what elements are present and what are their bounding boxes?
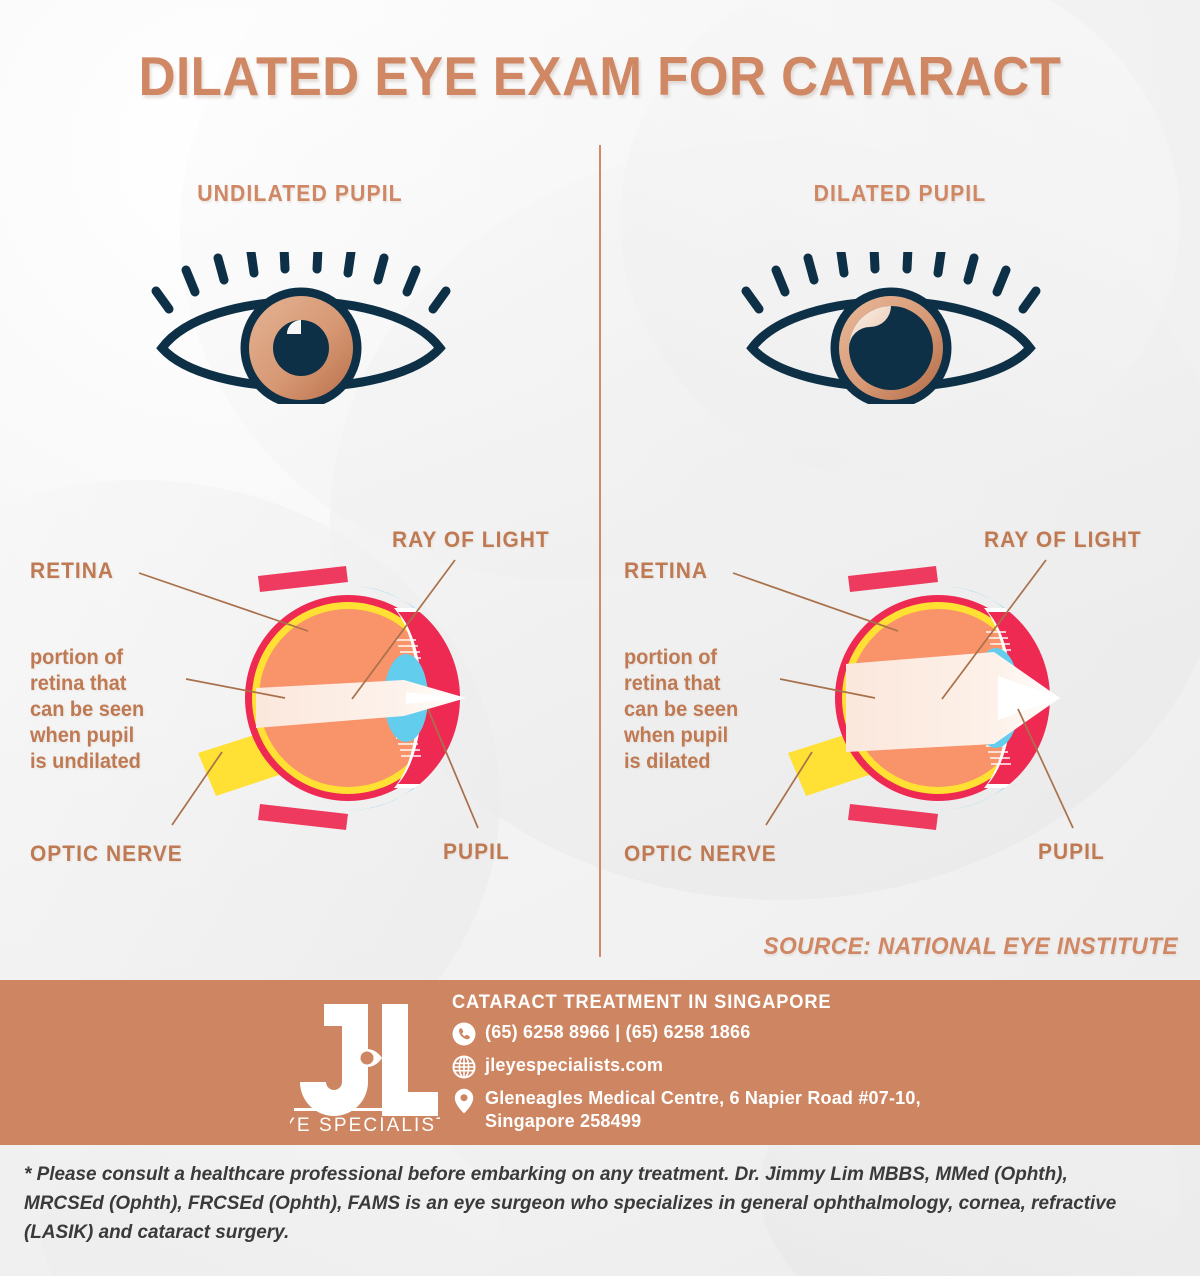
label-pupil-left: PUPIL [443,839,510,864]
undilated-eye-illustration [151,252,451,404]
column-heading-dilated: DILATED PUPIL [813,180,987,206]
footer-headline: CATARACT TREATMENT IN SINGAPORE [452,992,832,1013]
label-retina-left: RETINA [30,558,115,583]
label-optic-nerve-left: OPTIC NERVE [30,841,183,866]
jl-eye-specialists-logo: EYE SPECIALISTS [290,1004,440,1136]
page-title: DILATED EYE EXAM FOR CATARACT [138,45,1062,107]
label-pupil-right: PUPIL [1038,839,1105,864]
map-pin-icon [454,1088,474,1114]
address-line-1: Gleneagles Medical Centre, 6 Napier Road… [485,1088,921,1108]
dilated-eye-illustration [741,252,1041,404]
label-portion-right: portion of retina that can be seen when … [624,646,739,773]
address-line-2: Singapore 258499 [485,1111,642,1131]
globe-icon [452,1055,476,1079]
leader-lines [138,559,1074,829]
contact-row-phone[interactable]: (65) 6258 8966 | (65) 6258 1866 [452,1021,921,1046]
label-optic-nerve-right: OPTIC NERVE [624,841,777,866]
contact-block: CATARACT TREATMENT IN SINGAPORE (65) 625… [452,992,921,1141]
label-ray-of-light-right: RAY OF LIGHT [984,527,1142,552]
vertical-divider [599,145,601,957]
dilated-eye-cross-section [788,566,1060,830]
contact-row-website[interactable]: jleyespecialists.com [452,1054,921,1079]
website-url: jleyespecialists.com [485,1055,664,1075]
undilated-eye-cross-section [198,566,466,830]
disclaimer-text: * Please consult a healthcare profession… [24,1163,1117,1243]
light-cone [256,680,466,728]
phone-icon [452,1022,476,1046]
label-ray-of-light-left: RAY OF LIGHT [392,527,550,552]
address: Gleneagles Medical Centre, 6 Napier Road… [485,1087,921,1133]
logo-subtitle: EYE SPECIALISTS [290,1115,440,1136]
label-retina-right: RETINA [624,558,709,583]
phone-number: (65) 6258 8966 | (65) 6258 1866 [485,1022,751,1042]
label-portion-left: portion of retina that can be seen when … [30,646,145,773]
source-attribution: SOURCE: NATIONAL EYE INSTITUTE [763,933,1178,960]
column-heading-undilated: UNDILATED PUPIL [197,180,403,206]
contact-row-address[interactable]: Gleneagles Medical Centre, 6 Napier Road… [452,1087,921,1133]
footer-bar [0,980,1200,1145]
light-cone [846,652,1060,752]
